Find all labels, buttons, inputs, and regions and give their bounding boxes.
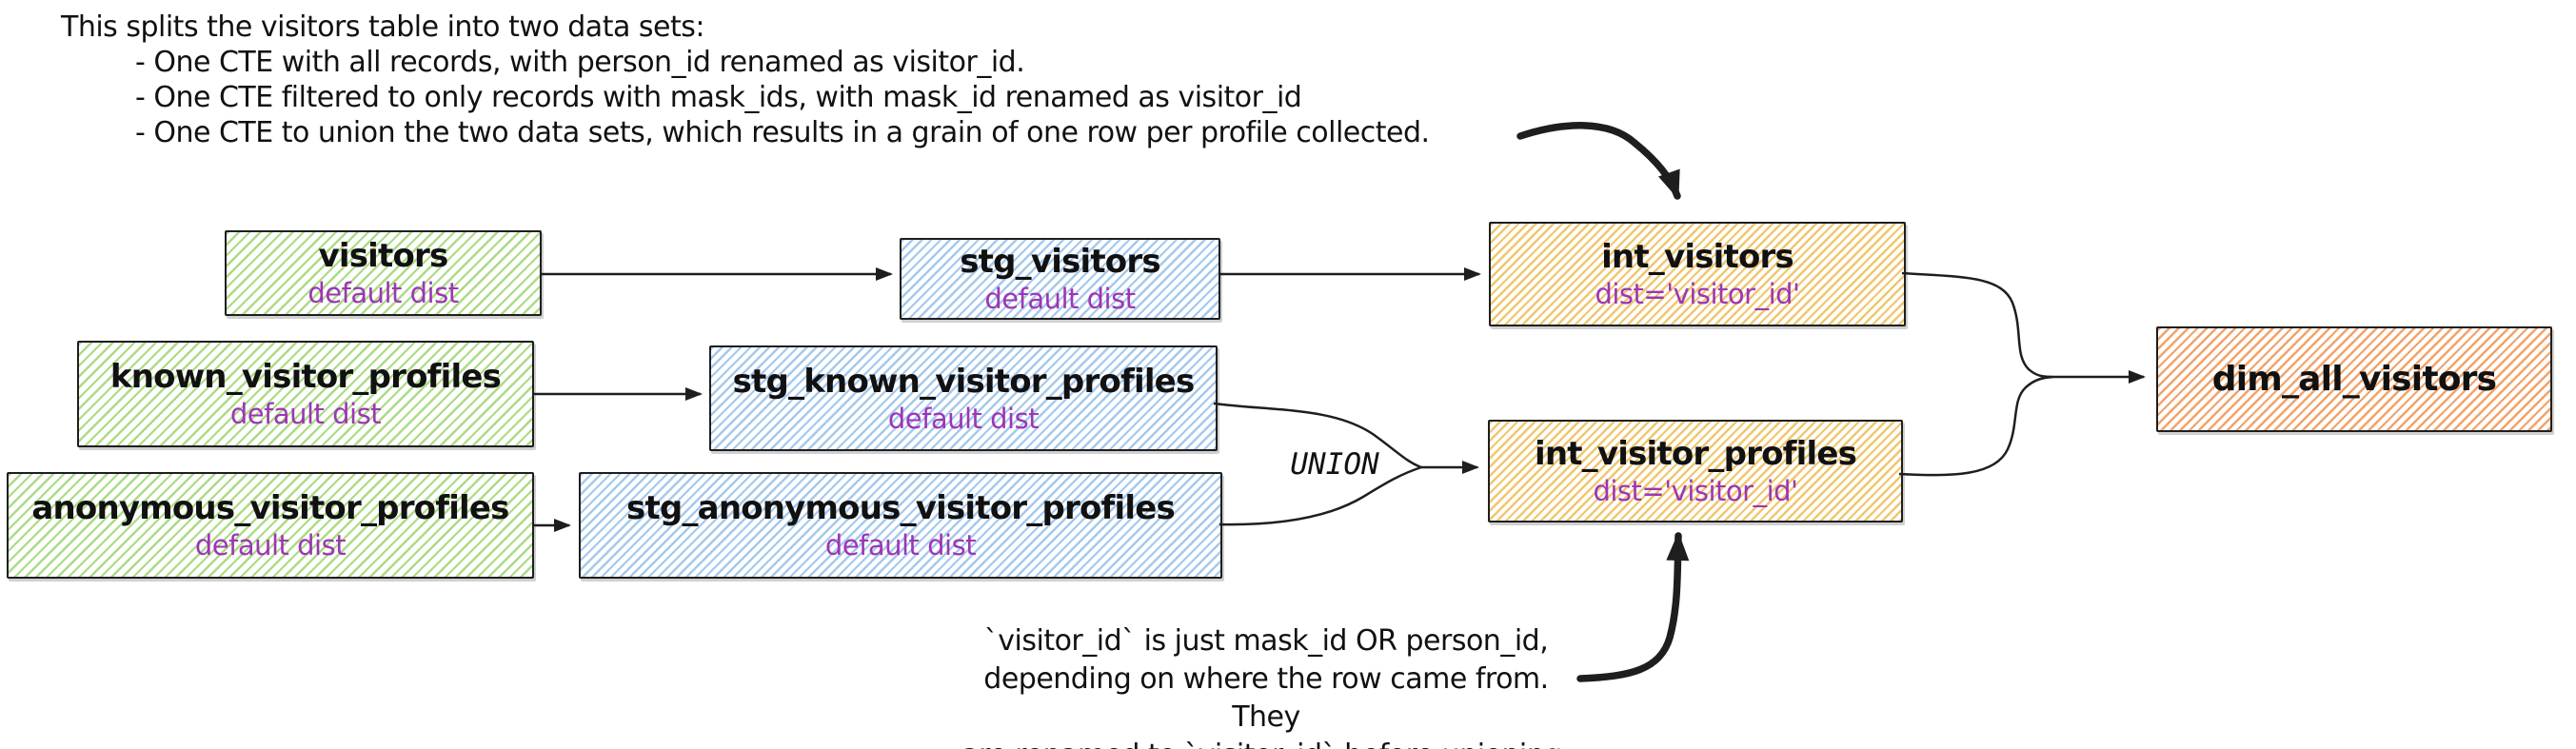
node-anonymous-visitor-profiles: anonymous_visitor_profiles default dist: [7, 472, 534, 579]
node-title: int_visitors: [1601, 238, 1794, 276]
node-subtitle: default dist: [194, 529, 347, 562]
node-subtitle: default dist: [887, 402, 1040, 435]
node-subtitle: dist='visitor_id': [1593, 475, 1798, 507]
node-subtitle: dist='visitor_id': [1595, 278, 1800, 310]
node-int-visitor-profiles: int_visitor_profiles dist='visitor_id': [1488, 420, 1903, 522]
top-note-bullet-1: - One CTE with all records, with person_…: [135, 46, 1025, 79]
bottom-note-line-1: `visitor_id` is just mask_id OR person_i…: [983, 624, 1549, 658]
edge-int-profiles-to-join: [1898, 375, 2054, 477]
node-stg-visitors: stg_visitors default dist: [900, 238, 1220, 320]
node-subtitle: default dist: [229, 398, 382, 430]
top-note: This splits the visitors table into two …: [0, 10, 1430, 150]
top-note-bullet-3: - One CTE to union the two data sets, wh…: [135, 116, 1430, 149]
node-subtitle: default dist: [984, 283, 1136, 315]
node-dim-all-visitors: dim_all_visitors: [2156, 326, 2552, 432]
node-stg-anonymous-visitor-profiles: stg_anonymous_visitor_profiles default d…: [579, 472, 1222, 579]
node-stg-known-visitor-profiles: stg_known_visitor_profiles default dist: [709, 345, 1218, 451]
node-subtitle: default dist: [824, 529, 977, 562]
node-subtitle: default dist: [307, 277, 459, 309]
top-note-heading: This splits the visitors table into two …: [61, 10, 704, 44]
node-title: int_visitor_profiles: [1534, 435, 1857, 473]
edge-int-visitors-to-join: [1901, 271, 2054, 379]
node-known-visitor-profiles: known_visitor_profiles default dist: [77, 341, 534, 447]
node-title: stg_known_visitor_profiles: [732, 362, 1196, 401]
top-note-annotation-arrow: [1516, 122, 1681, 200]
node-title: anonymous_visitor_profiles: [31, 489, 509, 527]
node-title: visitors: [318, 237, 449, 275]
node-title: dim_all_visitors: [2211, 360, 2497, 399]
node-visitors: visitors default dist: [225, 230, 542, 316]
top-note-bullet-2: - One CTE filtered to only records with …: [135, 81, 1302, 114]
bottom-note-line-2: depending on where the row came from. Th…: [983, 662, 1549, 734]
bottom-note: `visitor_id` is just mask_id OR person_i…: [947, 622, 1585, 749]
node-title: stg_anonymous_visitor_profiles: [626, 489, 1176, 527]
node-title: stg_visitors: [960, 243, 1160, 281]
node-title: known_visitor_profiles: [109, 358, 502, 396]
bottom-note-line-3: are renamed to `visitor_id` before union…: [947, 737, 1585, 749]
bottom-note-annotation-arrow: [1576, 532, 1690, 682]
node-int-visitors: int_visitors dist='visitor_id': [1489, 222, 1906, 326]
union-label: UNION: [1290, 447, 1379, 482]
